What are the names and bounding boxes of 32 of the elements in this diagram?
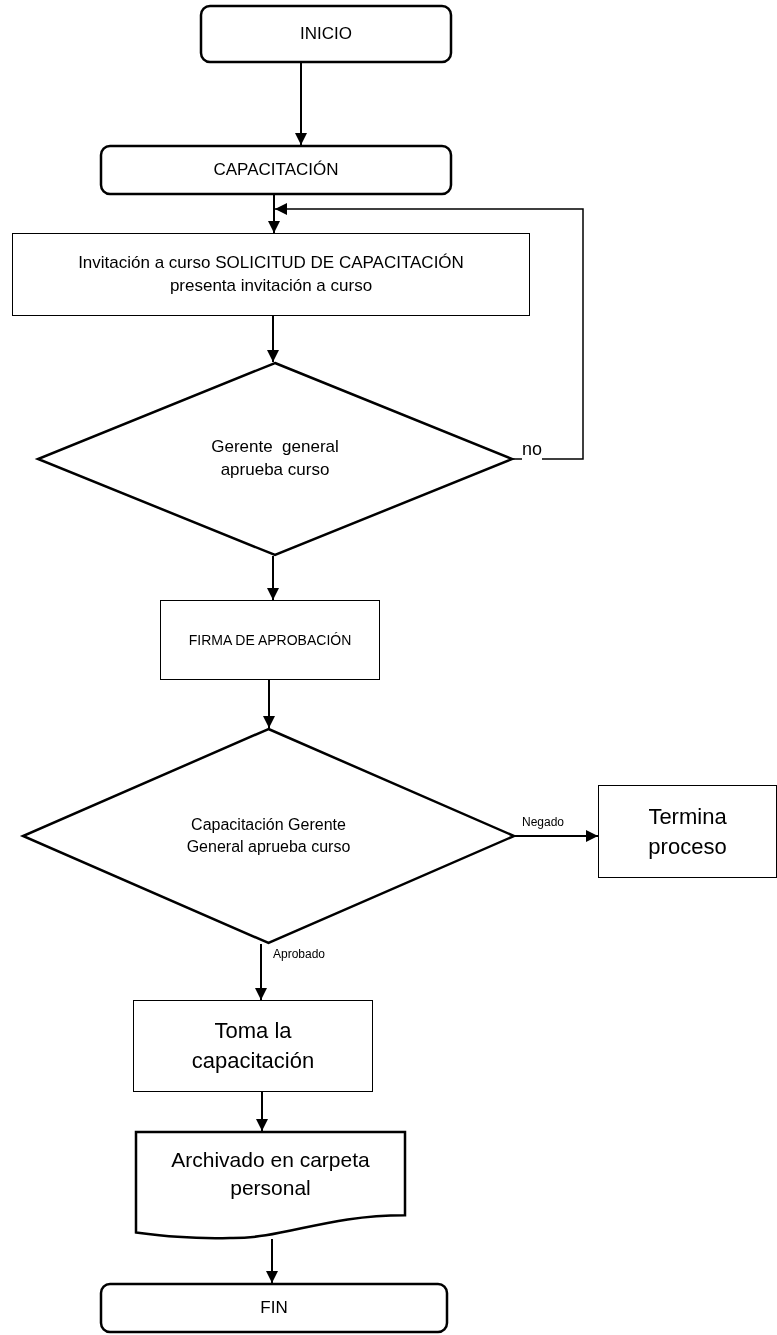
arrow bbox=[256, 1091, 268, 1132]
node-text: CAPACITACIÓN bbox=[213, 158, 339, 181]
arrow bbox=[274, 203, 584, 460]
edge-label: Negado bbox=[522, 816, 565, 830]
decision-diamond bbox=[19, 727, 518, 945]
node-text: Invitación a curso SOLICITUD DE CAPACITACIÓN presenta invitación a curso bbox=[77, 251, 465, 297]
arrow bbox=[295, 62, 307, 146]
terminal-box bbox=[199, 4, 453, 64]
arrow bbox=[255, 943, 267, 1001]
process-box bbox=[133, 1000, 373, 1092]
arrow bbox=[263, 679, 275, 729]
node-text: Toma la capacitación bbox=[190, 1017, 316, 1075]
node-text: Capacitación Gerente General aprueba curso bbox=[185, 815, 352, 857]
decision-diamond bbox=[34, 361, 516, 557]
node-text: Termina proceso bbox=[647, 802, 728, 861]
arrow bbox=[267, 555, 279, 601]
process-box bbox=[160, 600, 380, 680]
terminal-box bbox=[99, 144, 453, 196]
arrow bbox=[267, 315, 279, 363]
document-shape bbox=[134, 1130, 407, 1240]
arrow bbox=[268, 194, 280, 234]
node-text: Gerente general aprueba curso bbox=[210, 436, 340, 481]
terminal-box bbox=[99, 1282, 449, 1334]
edge-label: Aprobado bbox=[273, 948, 326, 962]
node-text: INICIO bbox=[300, 22, 352, 45]
process-box bbox=[598, 785, 777, 878]
process-box bbox=[12, 233, 530, 316]
arrow bbox=[266, 1238, 278, 1284]
node-text: FIN bbox=[260, 1296, 288, 1319]
node-text: Archivado en carpeta personal bbox=[170, 1146, 371, 1202]
node-text: FIRMA DE APROBACIÓN bbox=[188, 630, 352, 650]
arrow bbox=[514, 830, 599, 842]
